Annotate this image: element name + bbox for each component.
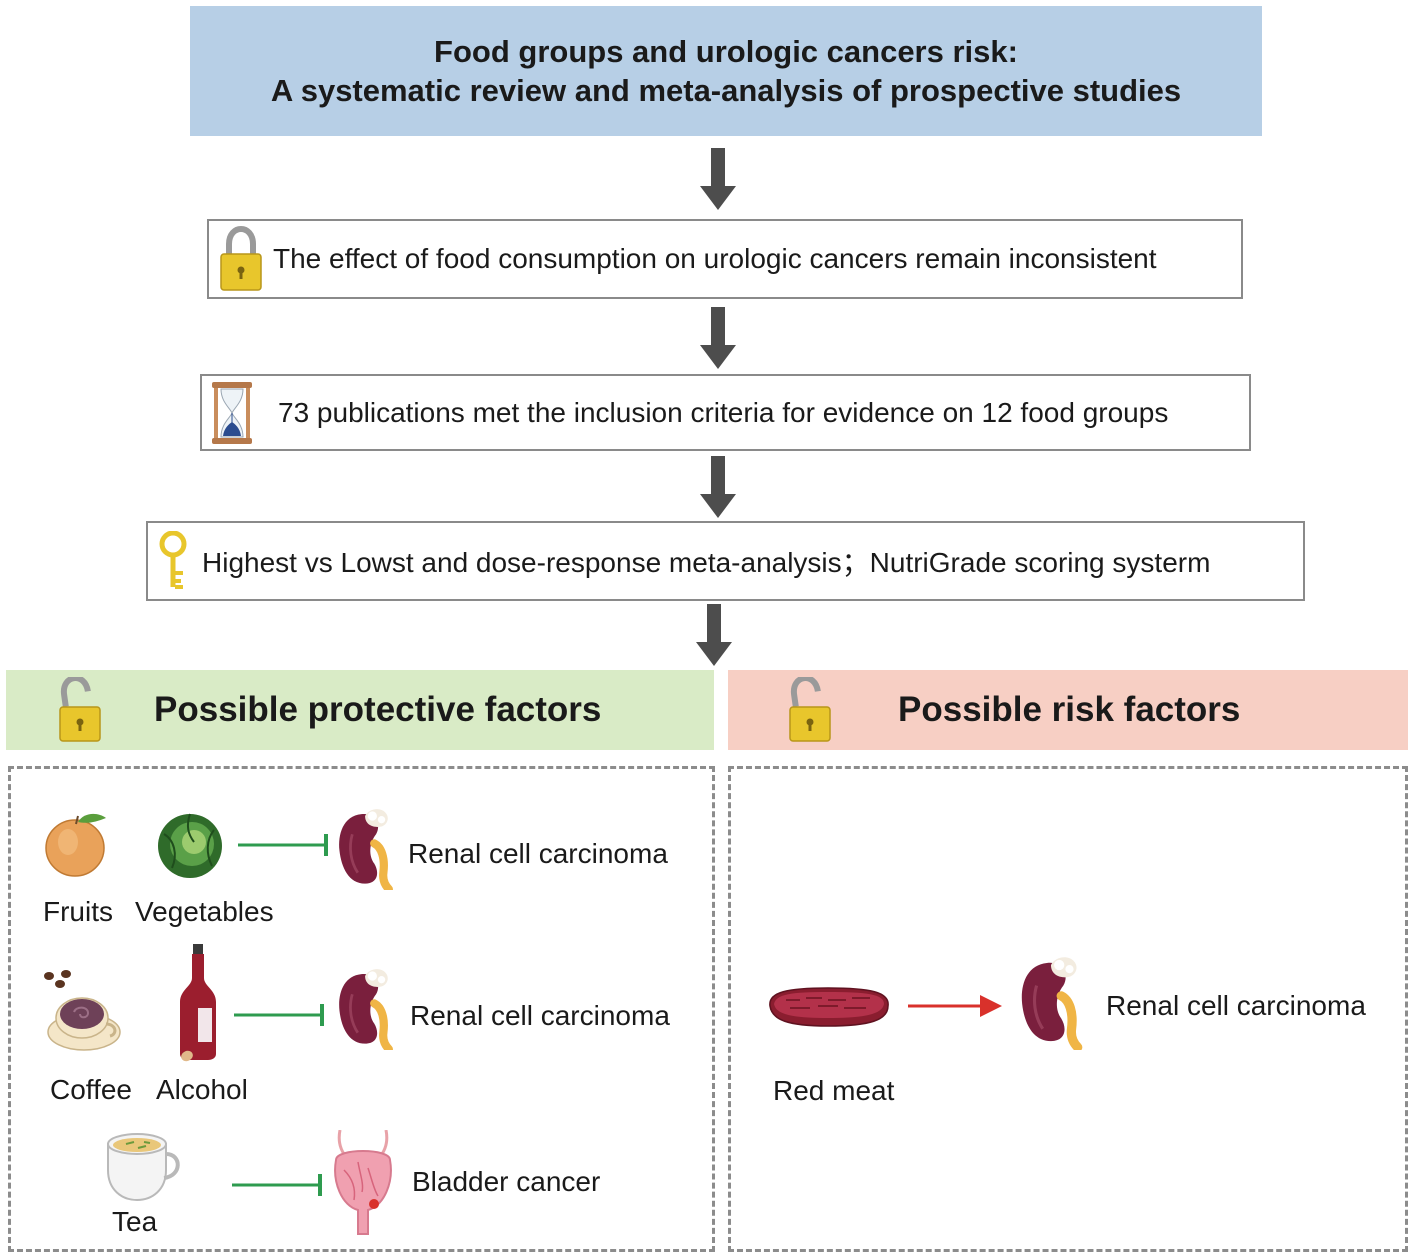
flow-arrow-down-icon — [698, 307, 738, 369]
food-label-vegetables: Vegetables — [135, 896, 274, 927]
protective-factors-title: Possible protective factors — [154, 690, 602, 729]
risk-factors-header: Possible risk factors — [728, 670, 1408, 750]
coffee-cup-icon — [44, 970, 121, 1051]
outcome-label-bladder: Bladder cancer — [412, 1166, 601, 1197]
flow-arrow-down-icon — [698, 148, 738, 210]
step-text-methods: Highest vs Lowst and dose-response meta-… — [202, 547, 1211, 578]
padlock-unlocked-icon — [59, 677, 101, 742]
padlock-unlocked-icon — [789, 677, 831, 742]
inhibit-connector-icon — [234, 1004, 324, 1026]
wine-bottle-icon — [180, 944, 216, 1062]
promote-arrow-icon — [908, 995, 1002, 1017]
step-text-inconsistent: The effect of food consumption on urolog… — [273, 243, 1157, 274]
step-box-inconsistent: The effect of food consumption on urolog… — [207, 219, 1243, 299]
title-line-1: Food groups and urologic cancers risk: — [434, 34, 1018, 69]
flow-arrow-down-icon — [698, 456, 738, 518]
fruit-icon — [45, 813, 106, 877]
step-box-methods: Highest vs Lowst and dose-response meta-… — [146, 521, 1305, 601]
protective-factors-header: Possible protective factors — [6, 670, 714, 750]
key-icon — [159, 531, 187, 589]
padlock-locked-icon — [220, 226, 262, 291]
hourglass-icon — [212, 381, 252, 444]
food-label-alcohol: Alcohol — [156, 1074, 248, 1105]
food-label-coffee: Coffee — [50, 1074, 132, 1105]
inhibit-connector-icon — [238, 834, 328, 856]
title-banner: Food groups and urologic cancers risk: A… — [190, 6, 1262, 136]
step-text-publications: 73 publications met the inclusion criter… — [278, 396, 1169, 428]
outcome-label-renal-risk: Renal cell carcinoma — [1106, 990, 1366, 1021]
food-label-red-meat: Red meat — [773, 1075, 895, 1106]
outcome-label-renal-2: Renal cell carcinoma — [410, 1000, 670, 1031]
step-box-publications: 73 publications met the inclusion criter… — [200, 374, 1251, 451]
vegetable-cabbage-icon — [158, 813, 222, 878]
kidney-icon — [1016, 952, 1088, 1050]
tea-cup-icon — [107, 1133, 180, 1202]
protective-panel — [8, 766, 715, 1252]
bladder-icon — [334, 1130, 392, 1235]
kidney-icon — [334, 966, 398, 1050]
food-label-fruits: Fruits — [43, 896, 113, 927]
food-label-tea: Tea — [112, 1206, 158, 1237]
risk-panel — [728, 766, 1408, 1252]
risk-factors-title: Possible risk factors — [898, 690, 1241, 729]
inhibit-connector-icon — [232, 1174, 322, 1196]
kidney-icon — [334, 806, 398, 890]
flow-arrow-down-icon — [694, 604, 734, 666]
red-meat-icon — [769, 987, 889, 1027]
outcome-label-renal-1: Renal cell carcinoma — [408, 838, 668, 869]
title-line-2: A systematic review and meta-analysis of… — [270, 73, 1182, 108]
